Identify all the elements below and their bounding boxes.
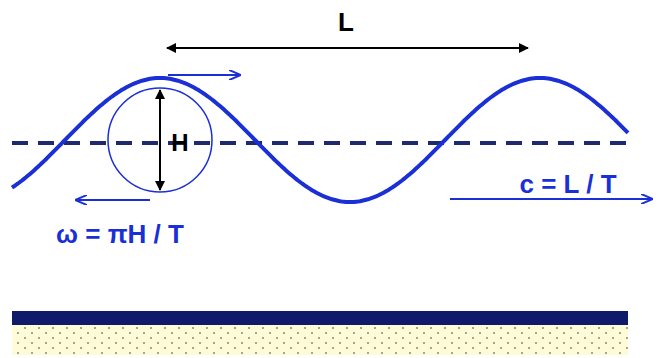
orbit-circle [108,88,212,192]
wavelength-arrow [167,47,528,49]
orbital-velocity-label: ω = πH / T [56,221,184,247]
sand-band [12,325,628,355]
orbit-arrow-bottom [76,199,150,201]
height-arrow [159,90,161,190]
wave-profile [12,78,628,202]
still-water-line [12,141,628,145]
wavelength-label: L [338,9,354,35]
celerity-label: c = L / T [519,171,616,197]
celerity-arrow [450,198,652,200]
orbit-arrow-top [168,74,240,76]
sea-bed-line [12,311,628,325]
height-label: H [171,131,188,155]
